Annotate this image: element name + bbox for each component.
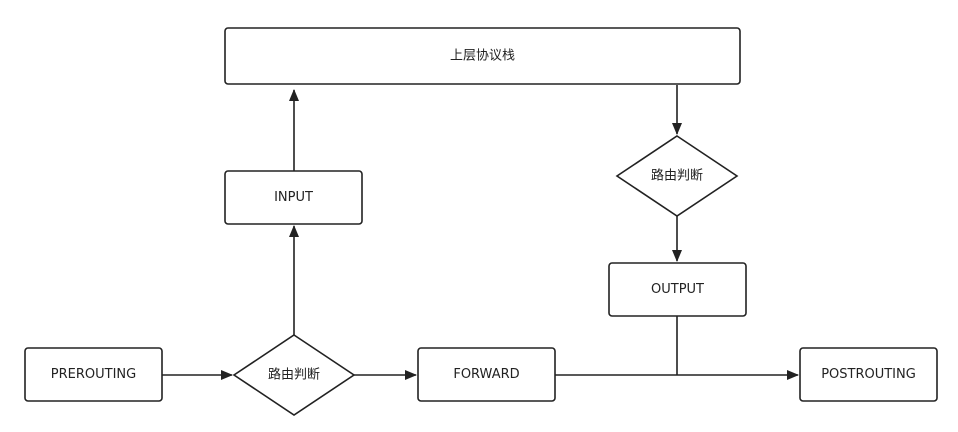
route-decision-output-label: 路由判断 — [651, 168, 703, 184]
upper-stack-label: 上层协议栈 — [450, 49, 515, 64]
node-output: OUTPUT — [608, 262, 747, 317]
node-postrouting: POSTROUTING — [799, 347, 938, 402]
node-route-decision-output: 路由判断 — [615, 135, 739, 217]
prerouting-box — [24, 347, 163, 402]
edges — [162, 85, 799, 380]
prerouting-label: PREROUTING — [51, 367, 136, 382]
node-input: INPUT — [224, 170, 363, 225]
input-box — [224, 170, 363, 225]
route-decision-output-diamond — [615, 135, 739, 217]
node-upper-stack: 上层协议栈 — [224, 27, 741, 85]
postrouting-label: POSTROUTING — [821, 367, 916, 382]
node-prerouting: PREROUTING — [24, 347, 163, 402]
route-decision-pre-diamond — [232, 334, 356, 416]
input-label: INPUT — [274, 190, 313, 205]
output-label: OUTPUT — [651, 282, 704, 297]
forward-label: FORWARD — [453, 367, 519, 382]
output-box — [608, 262, 747, 317]
node-route-decision-pre: 路由判断 — [232, 334, 356, 416]
forward-box — [417, 347, 556, 402]
route-decision-pre-label: 路由判断 — [268, 367, 320, 383]
node-forward: FORWARD — [417, 347, 556, 402]
postrouting-box — [799, 347, 938, 402]
upper-stack-box — [224, 27, 741, 85]
